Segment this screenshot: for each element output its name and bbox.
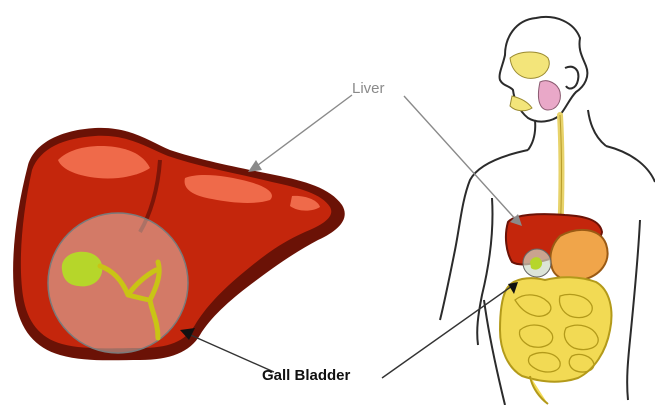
intestines-icon <box>500 277 611 404</box>
gall-bladder-label: Gall Bladder <box>262 367 350 384</box>
liver-illustration-icon <box>13 128 345 360</box>
liver-label: Liver <box>352 80 385 97</box>
